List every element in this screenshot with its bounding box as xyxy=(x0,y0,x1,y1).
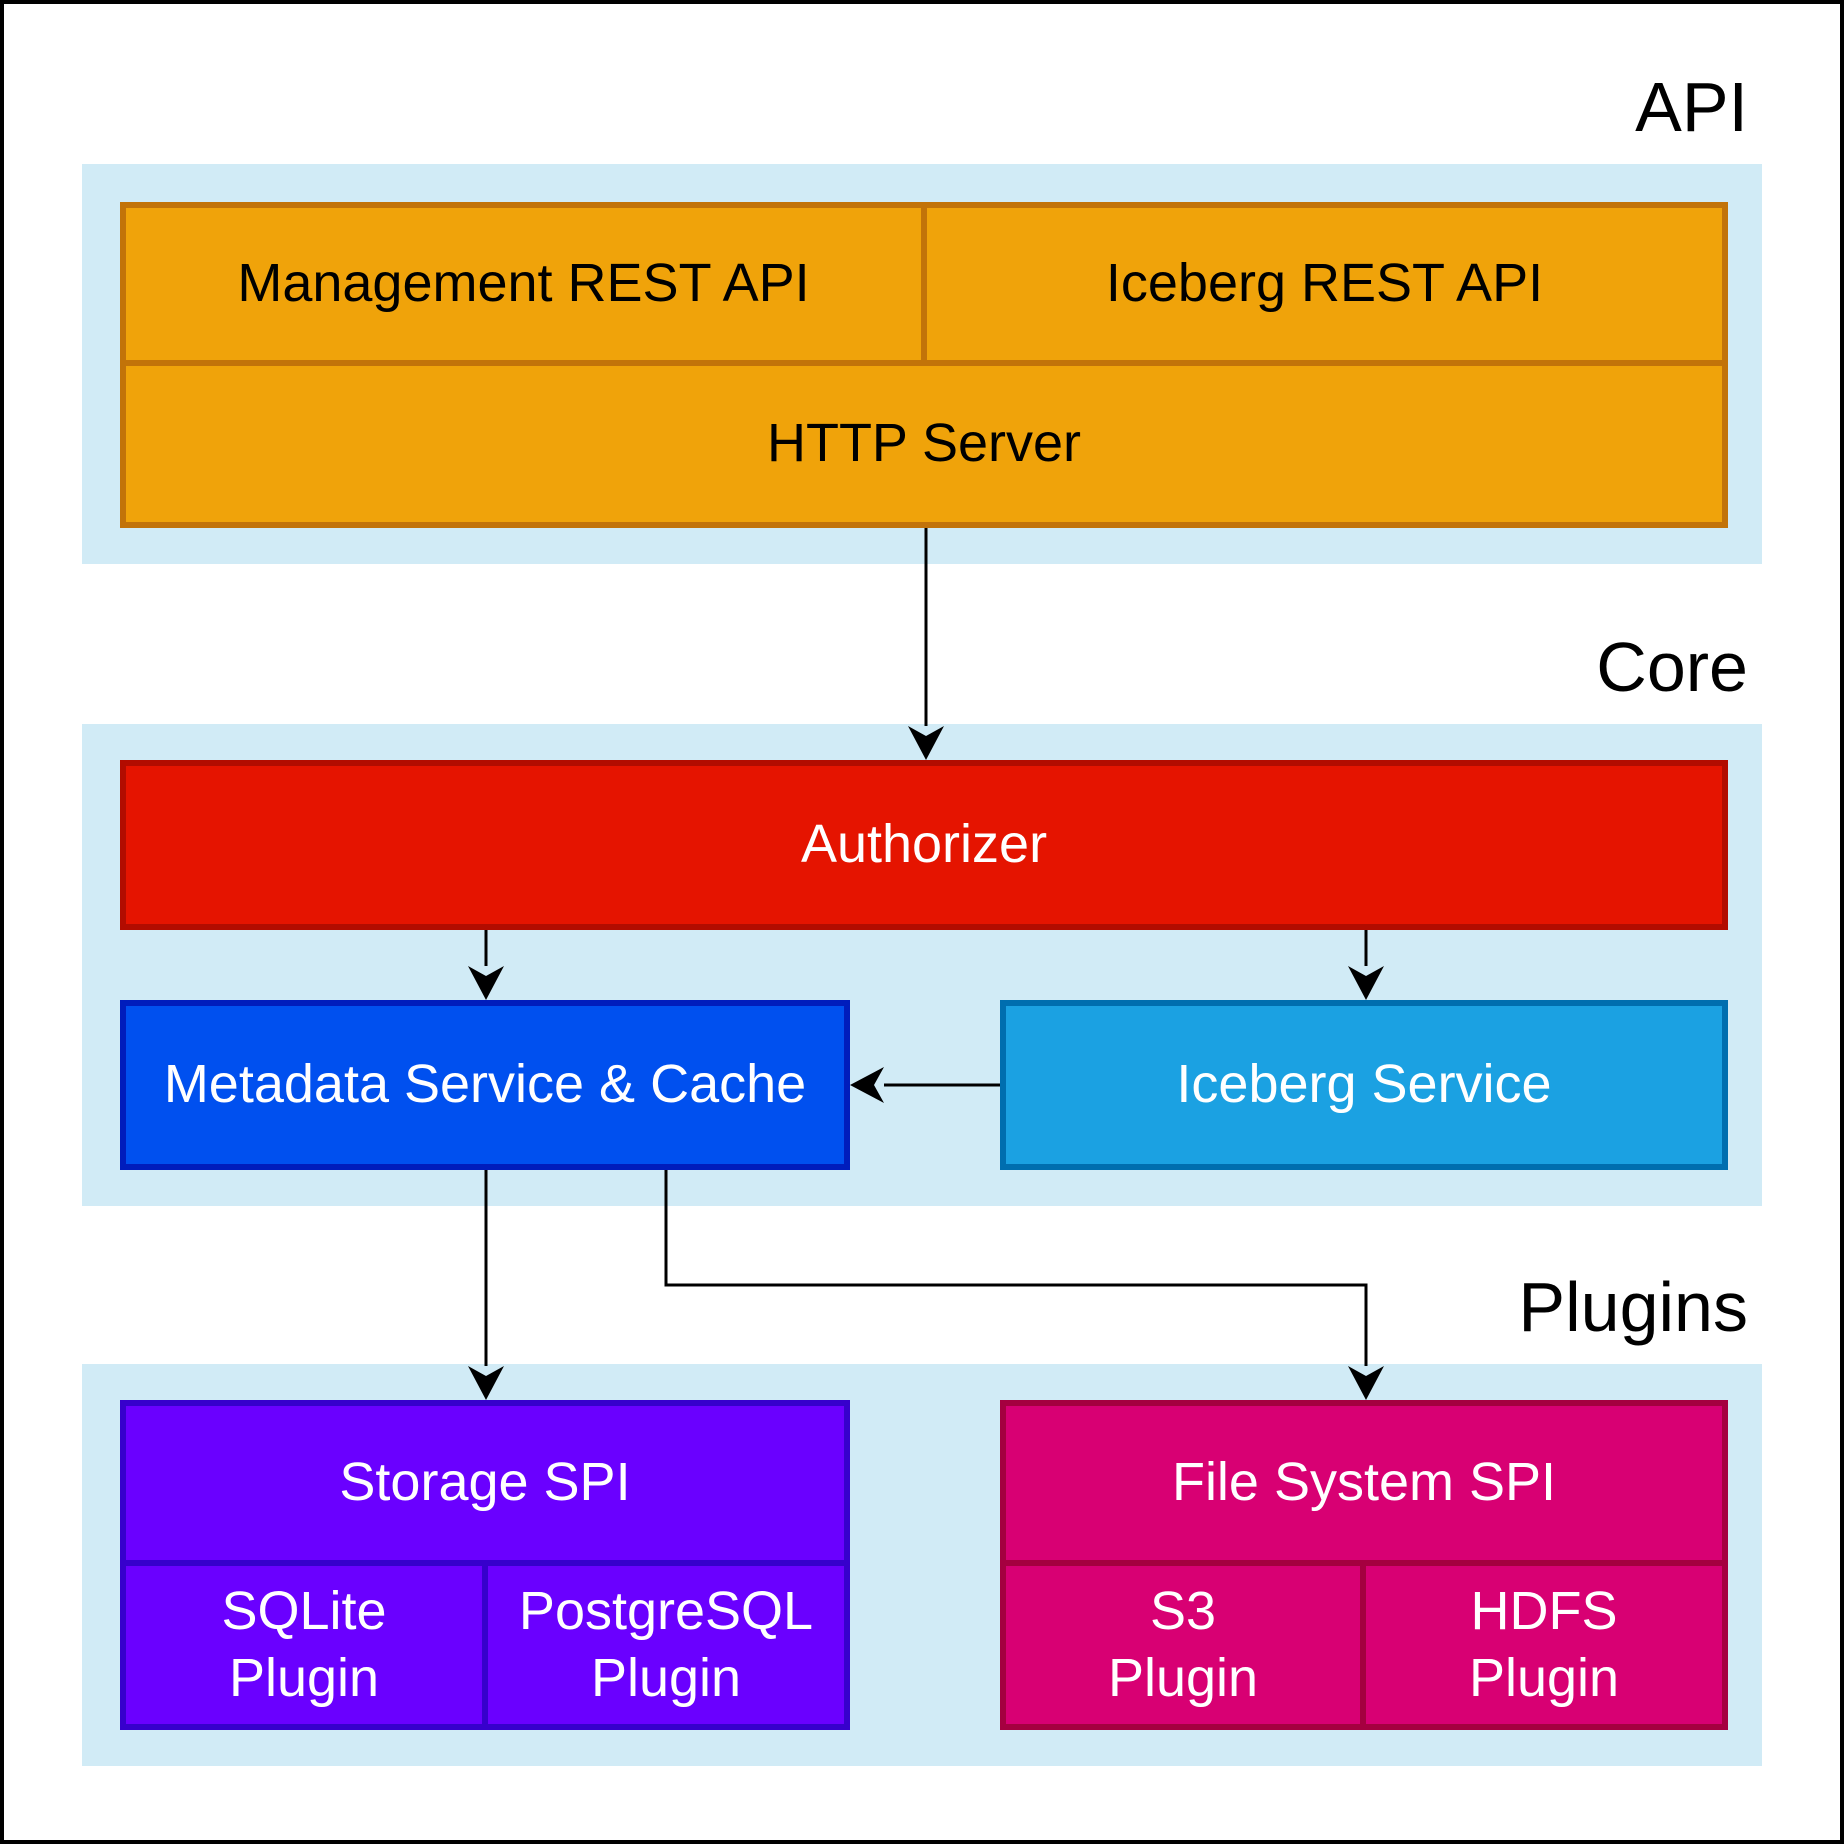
postgresql-plugin-box: PostgreSQL Plugin xyxy=(482,1560,850,1730)
arrowhead-metadata-to-storage xyxy=(468,1366,504,1400)
iceberg-service-box: Iceberg Service xyxy=(1000,1000,1728,1170)
connector-arrows xyxy=(468,528,1384,1400)
authorizer-box: Authorizer xyxy=(120,760,1728,930)
storage-spi-box: Storage SPI xyxy=(120,1400,850,1566)
arrowhead-iceberg-service-to-metadata xyxy=(850,1067,884,1103)
http-server-box: HTTP Server xyxy=(120,360,1728,528)
arrowhead-metadata-to-filesystem xyxy=(1348,1366,1384,1400)
arrowhead-authorizer-to-metadata xyxy=(468,966,504,1000)
iceberg-rest-api-box: Iceberg REST API xyxy=(921,202,1728,366)
s3-plugin-box: S3 Plugin xyxy=(1000,1560,1366,1730)
layer-title-core: Core xyxy=(1596,628,1748,706)
layer-title-plugins: Plugins xyxy=(1518,1268,1748,1346)
file-system-spi-box: File System SPI xyxy=(1000,1400,1728,1566)
arrowhead-authorizer-to-iceberg-service xyxy=(1348,966,1384,1000)
arrowhead-http-to-authorizer xyxy=(908,726,944,760)
layer-title-api: API xyxy=(1635,68,1748,146)
arrow-metadata-to-filesystem xyxy=(664,1170,1368,1366)
metadata-service-cache-box: Metadata Service & Cache xyxy=(120,1000,850,1170)
hdfs-plugin-box: HDFS Plugin xyxy=(1360,1560,1728,1730)
